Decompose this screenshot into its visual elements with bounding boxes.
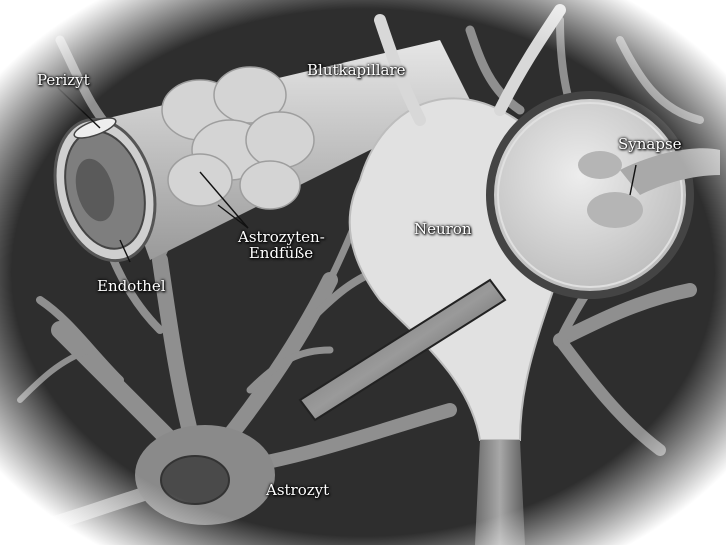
label-blutkapillare: Blutkapillare: [307, 62, 406, 78]
label-astrozyten-line2: Endfüße: [249, 244, 313, 262]
label-perizyt: Perizyt: [37, 72, 90, 88]
label-astrozyt: Astrozyt: [266, 482, 329, 498]
label-neuron: Neuron: [414, 221, 472, 237]
label-synapse: Synapse: [618, 136, 682, 152]
label-astrozyten-endfuesse: Astrozyten- Endfüße: [238, 229, 324, 261]
label-endothel: Endothel: [97, 278, 166, 294]
